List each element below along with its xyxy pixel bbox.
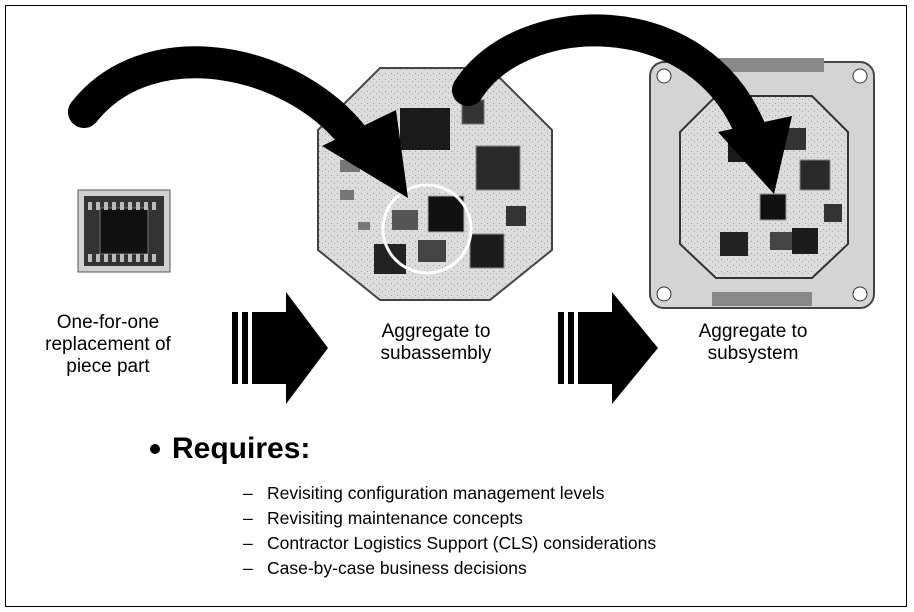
list-item-text: Revisiting maintenance concepts [267,508,523,528]
list-item: –Revisiting maintenance concepts [243,508,523,528]
block-arrow-to-subsystem [558,292,658,404]
list-item-text: Revisiting configuration management leve… [267,483,605,503]
subsystem-housing-image [649,58,875,309]
caption-line: piece part [66,356,150,377]
caption-subassembly: Aggregate to subassembly [356,321,516,365]
block-arrow-to-subassembly [232,292,328,404]
requirements-list: –Revisiting configuration management lev… [243,481,656,581]
curved-arrow-to-subsystem [452,14,792,194]
caption-line: replacement of [45,334,171,355]
list-item: –Contractor Logistics Support (CLS) cons… [243,533,657,553]
piece-part-chip-image [77,189,171,273]
requires-heading-text: Requires: [172,432,311,465]
subassembly-board-image [317,67,553,301]
requires-heading: Requires: [150,432,310,466]
caption-line: Aggregate to [381,321,491,342]
caption-line: subsystem [707,343,799,364]
caption-piece-part: One-for-one replacement of piece part [18,312,198,378]
caption-subsystem: Aggregate to subsystem [668,321,838,365]
curved-arrow-to-subassembly [68,46,408,198]
bullet-icon [150,444,160,454]
list-item-text: Case-by-case business decisions [267,558,527,578]
list-item-text: Contractor Logistics Support (CLS) consi… [267,533,657,553]
caption-line: One-for-one [56,312,160,333]
slide-frame [5,5,907,607]
list-item: –Revisiting configuration management lev… [243,483,605,503]
caption-line: Aggregate to [698,321,808,342]
list-item: –Case-by-case business decisions [243,558,527,578]
caption-line: subassembly [380,343,492,364]
